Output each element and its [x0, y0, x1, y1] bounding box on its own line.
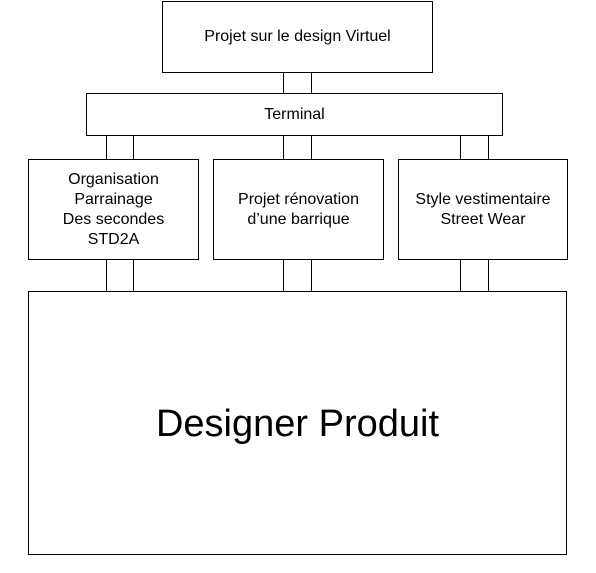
connector-top-terminal: [283, 72, 312, 94]
connector-child-3-bottom: [460, 259, 489, 292]
child-box-3-line-1: Style vestimentaire: [415, 191, 551, 208]
child-box-1-line-2: Parrainage: [74, 190, 153, 208]
terminal-box-label: Terminal: [264, 105, 325, 123]
connector-terminal-child-1: [106, 135, 134, 160]
connector-child-1-bottom: [106, 259, 134, 292]
connector-terminal-child-3: [460, 135, 489, 160]
top-box: Projet sur le design Virtuel: [162, 1, 433, 73]
child-box-1-line-3: Des secondes: [62, 210, 165, 228]
bottom-box-label: Designer Produit: [155, 402, 440, 445]
child-box-1: Organisation Parrainage Des secondes STD…: [28, 159, 199, 260]
child-box-1-line-4: STD2A: [87, 230, 140, 248]
connector-child-2-bottom: [283, 259, 312, 292]
child-box-2-line-2: d’une barrique: [247, 211, 350, 228]
child-box-3: Style vestimentaire Street Wear: [398, 159, 568, 260]
child-box-2: Projet rénovation d’une barrique: [213, 159, 384, 260]
terminal-box: Terminal: [86, 93, 503, 136]
top-box-label: Projet sur le design Virtuel: [204, 28, 391, 45]
child-box-3-line-2: Street Wear: [440, 211, 526, 228]
connector-terminal-child-2: [283, 135, 312, 160]
child-box-2-line-1: Projet rénovation: [238, 191, 359, 208]
bottom-box: Designer Produit: [28, 291, 567, 555]
child-box-1-line-1: Organisation: [68, 170, 159, 188]
